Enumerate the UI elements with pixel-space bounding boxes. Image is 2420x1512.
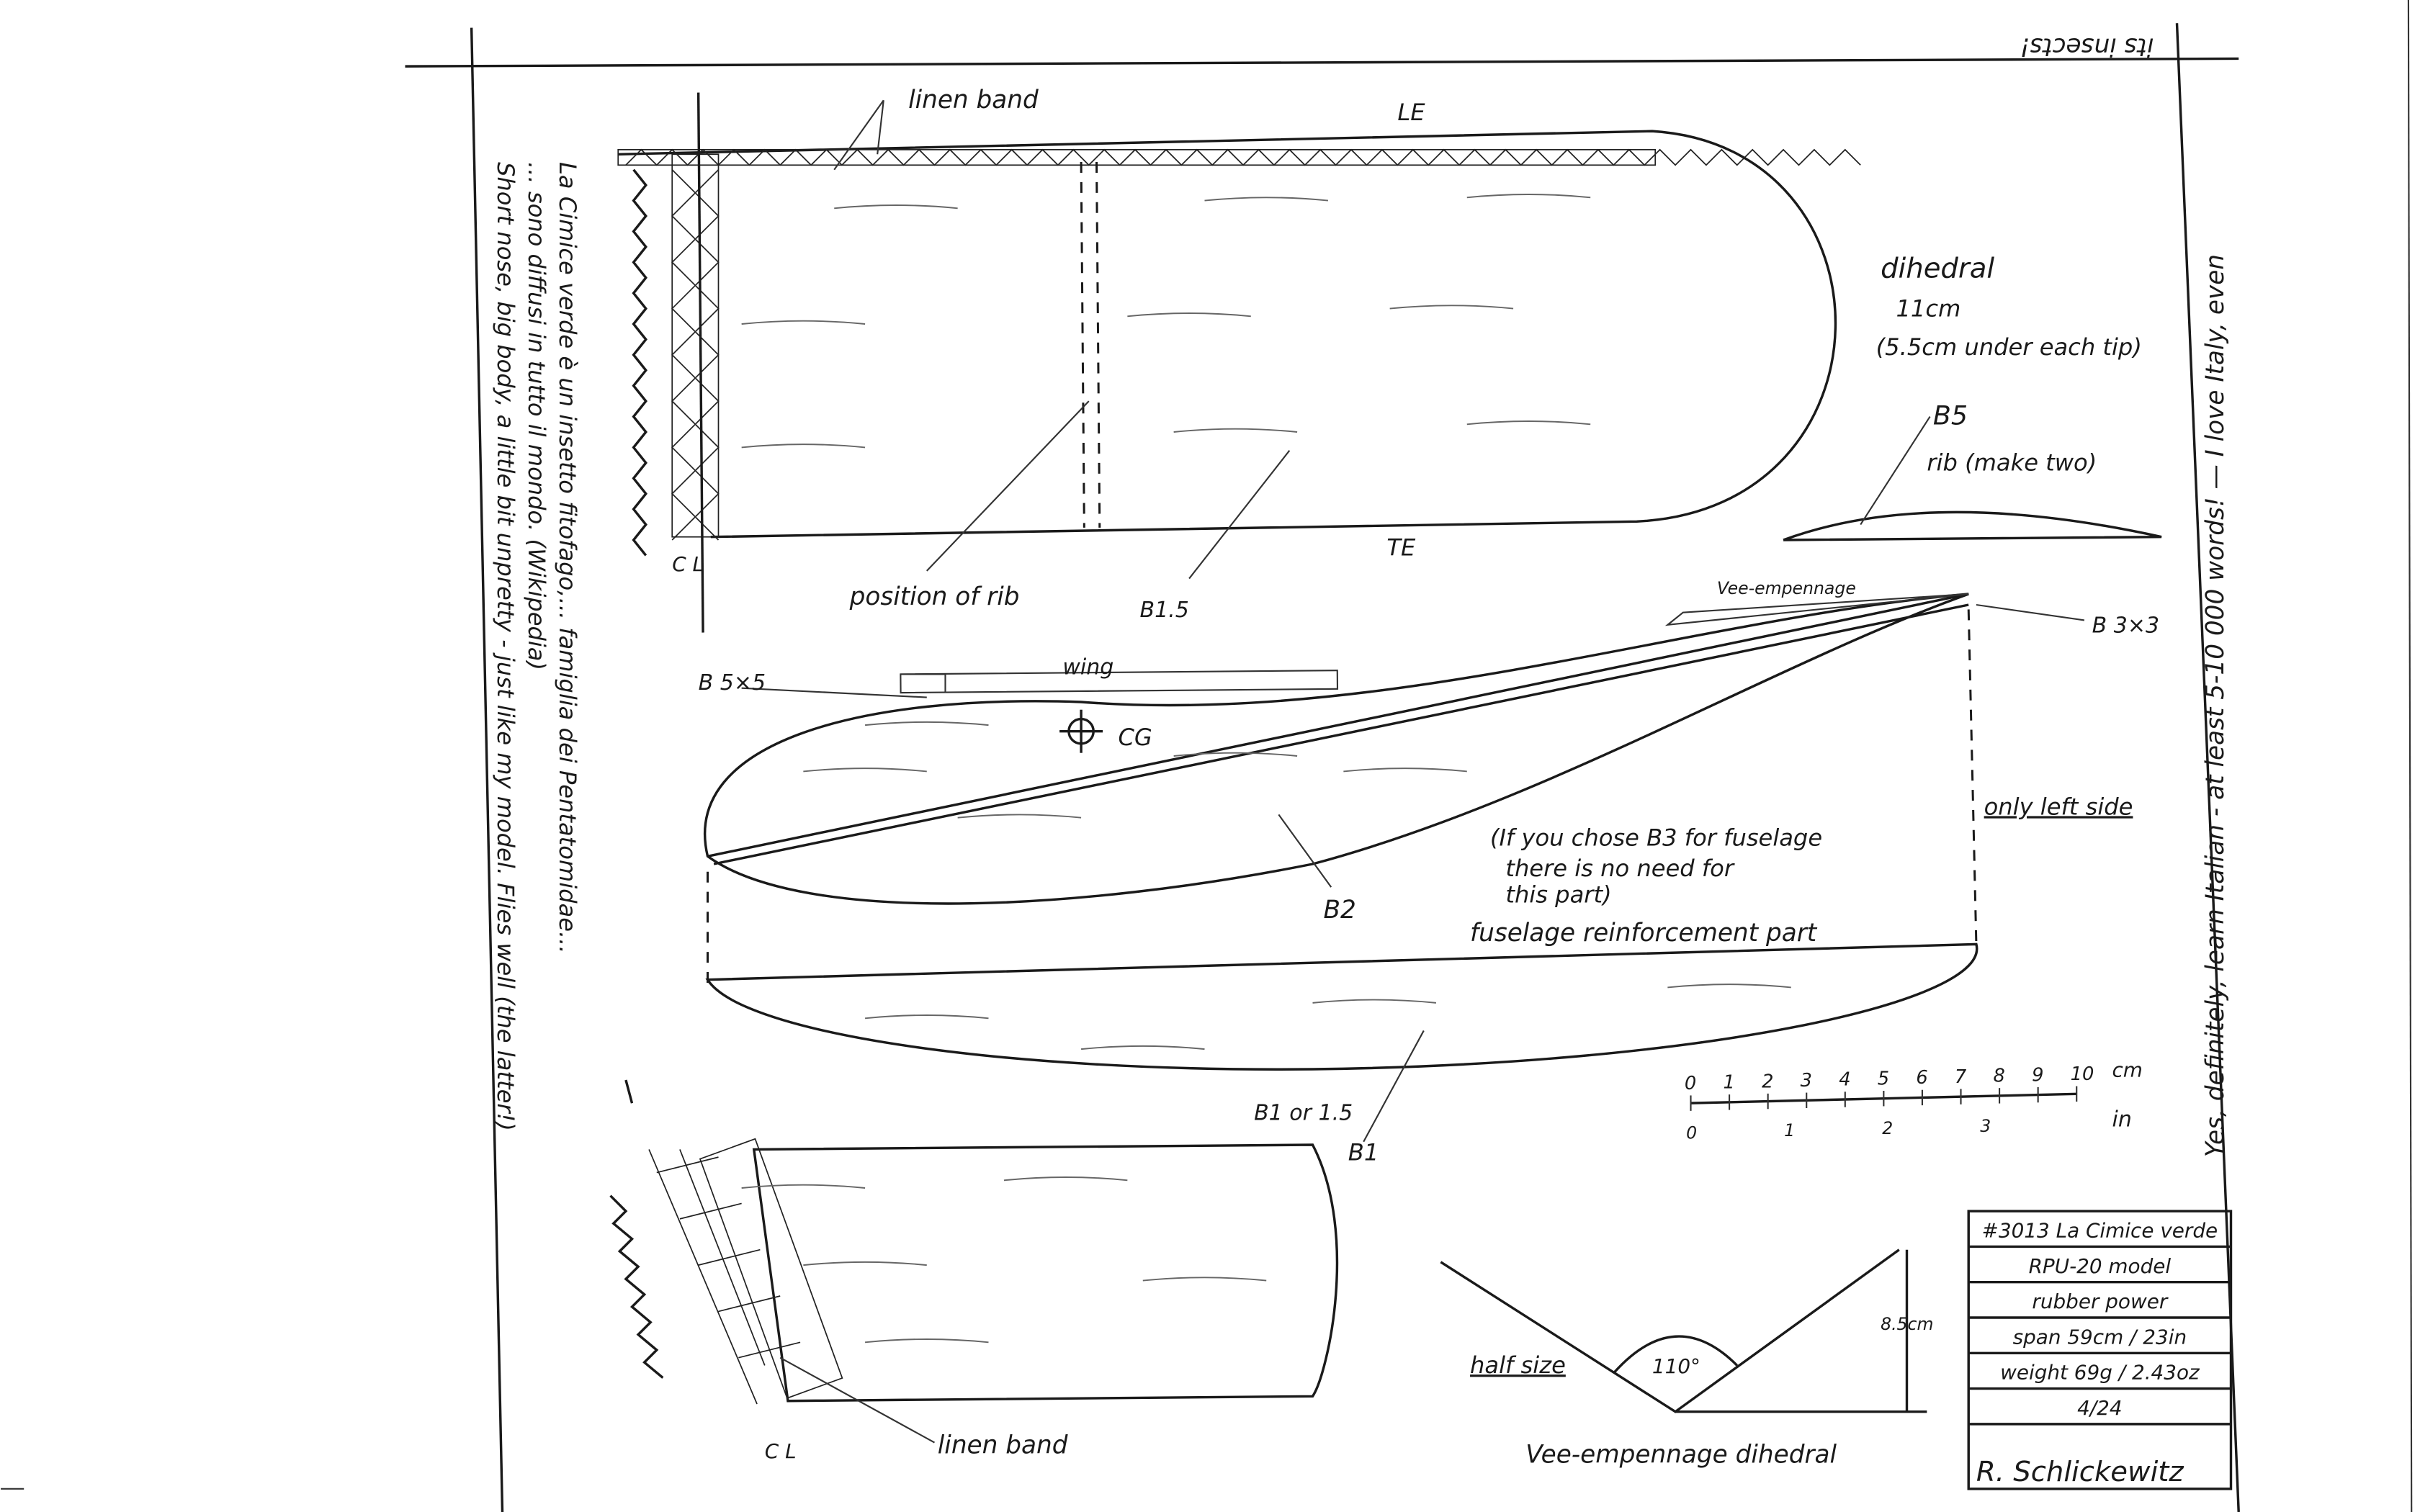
- wing-plan: linen band LE TE C L position of rib B1.…: [617, 86, 2142, 633]
- fuselage-drawing: Vee-empennage B 3×3 B 5×5 wing CG B2 onl…: [699, 578, 2159, 1166]
- fuselage-bottom-material-label: B1: [1348, 1138, 1379, 1166]
- reinforcement-label: fuselage reinforcement part: [1470, 919, 1818, 948]
- tail-centerline-label: C L: [765, 1439, 797, 1463]
- cg-label: CG: [1118, 724, 1152, 751]
- right-note: Yes, definitely, learn Italian - at leas…: [2201, 254, 2230, 1157]
- rib-drawing: B5 rib (make two): [1783, 400, 2162, 541]
- scale-cm-tick-label: 3: [1801, 1070, 1812, 1092]
- vee-dihedral-diagram: half size 110° 8.5cm Vee-empennage dihed…: [1440, 1248, 1933, 1469]
- upside-down-note: its insects!: [2020, 32, 2154, 61]
- side-notes: La Cimice verde è un insetto fitofago,..…: [492, 32, 2230, 1158]
- scale-in-tick-label: 3: [1980, 1116, 1991, 1136]
- dihedral-label: dihedral: [1881, 253, 1994, 285]
- centerline-label: C L: [672, 552, 704, 576]
- scale-cm-unit: cm: [2112, 1058, 2143, 1082]
- scale-in-unit: in: [2112, 1107, 2132, 1132]
- fuselage-material-label: B2: [1323, 896, 1355, 924]
- rib-material-label: B5: [1933, 400, 1968, 431]
- vee-empennage-label: Vee-empennage: [1717, 578, 1856, 598]
- position-of-rib-label: position of rib: [849, 582, 1020, 611]
- scale-cm-tick-label: 7: [1955, 1066, 1967, 1088]
- linen-band-label: linen band: [908, 86, 1039, 114]
- scale-bar: 0 1 2 3 4 5 6 7 8 9 10 0 1 2 3 cm in: [1685, 1058, 2143, 1143]
- title-row: span 59cm / 23in: [2013, 1325, 2187, 1349]
- title-row: 4/24: [2077, 1396, 2123, 1420]
- scale-in-tick-label: 1: [1784, 1120, 1795, 1140]
- title-row: #3013 La Cimice verde: [1982, 1219, 2218, 1243]
- fuselage-note-line1: (If you chose B3 for fuselage: [1490, 824, 1822, 851]
- vee-tail-drawing: linen band C L: [609, 1079, 1339, 1463]
- wing-material-label: B1.5: [1139, 598, 1188, 623]
- scale-in-tick-label: 0: [1686, 1122, 1697, 1143]
- te-label: TE: [1386, 534, 1416, 561]
- fuselage-note-line3: this part): [1505, 881, 1611, 909]
- left-note-line2: ... sono diffusi in tutto il mondo. (Wik…: [523, 162, 550, 670]
- left-note-line3: Short nose, big body, a little bit unpre…: [492, 162, 519, 1131]
- scale-in-tick-label: 2: [1882, 1118, 1893, 1138]
- angle-label: 110°: [1652, 1354, 1700, 1378]
- title-row: weight 69g / 2.43oz: [2000, 1361, 2200, 1385]
- scale-cm-tick-label: 9: [2032, 1064, 2043, 1086]
- dihedral-value: 11cm: [1896, 294, 1961, 322]
- scale-cm-tick-label: 2: [1762, 1071, 1773, 1092]
- linen-band-le: [617, 148, 1657, 166]
- scale-cm-tick-label: 4: [1839, 1069, 1850, 1091]
- wing-position-label: wing: [1062, 654, 1113, 680]
- rib-note: rib (make two): [1927, 449, 2097, 477]
- tail-boom-material-label: B 3×3: [2092, 613, 2159, 639]
- scale-cm-tick-label: 6: [1916, 1067, 1927, 1089]
- title-row: rubber power: [2032, 1290, 2168, 1313]
- signature: R. Schlickewitz: [1976, 1456, 2184, 1488]
- scale-cm-tick-label: 8: [1994, 1066, 2005, 1087]
- title-row: RPU-20 model: [2029, 1254, 2172, 1278]
- scale-cm-tick-label: 1: [1724, 1072, 1735, 1094]
- half-size-label: half size: [1470, 1351, 1566, 1379]
- only-left-side-label: only left side: [1984, 793, 2133, 820]
- tail-linen-band-label: linen band: [938, 1431, 1068, 1460]
- reinforcement-material-label: B1 or 1.5: [1254, 1101, 1353, 1126]
- scale-cm-tick-label: 10: [2071, 1063, 2094, 1085]
- le-label: LE: [1397, 99, 1425, 126]
- height-label: 8.5cm: [1881, 1314, 1933, 1334]
- scale-cm-tick-label: 5: [1878, 1068, 1889, 1089]
- wing-mount-material-label: B 5×5: [699, 670, 766, 696]
- left-note-line1: La Cimice verde è un insetto fitofago,..…: [554, 162, 581, 954]
- linen-band-root: [671, 153, 720, 538]
- scale-cm-tick-label: 0: [1685, 1073, 1696, 1094]
- fuselage-note-line2: there is no need for: [1505, 855, 1734, 882]
- dihedral-note: (5.5cm under each tip): [1876, 333, 2142, 361]
- vee-dihedral-caption: Vee-empennage dihedral: [1525, 1440, 1837, 1469]
